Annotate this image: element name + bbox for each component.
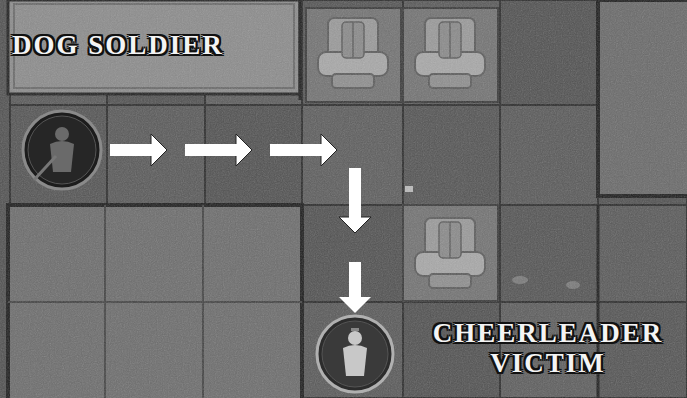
movement-arrow bbox=[105, 150, 355, 313]
token-label-box: DOG SOLDIER bbox=[12, 30, 280, 60]
character-token: DOG SOLDIER bbox=[21, 109, 103, 191]
token-label-box: CHEERLEADER VICTIM bbox=[413, 318, 683, 378]
token-figure bbox=[315, 314, 395, 394]
character-name: DOG SOLDIER bbox=[12, 30, 280, 60]
token-figure bbox=[21, 109, 103, 191]
character-name: CHEERLEADER VICTIM bbox=[413, 318, 683, 378]
character-token: CHEERLEADER VICTIM bbox=[315, 314, 395, 394]
